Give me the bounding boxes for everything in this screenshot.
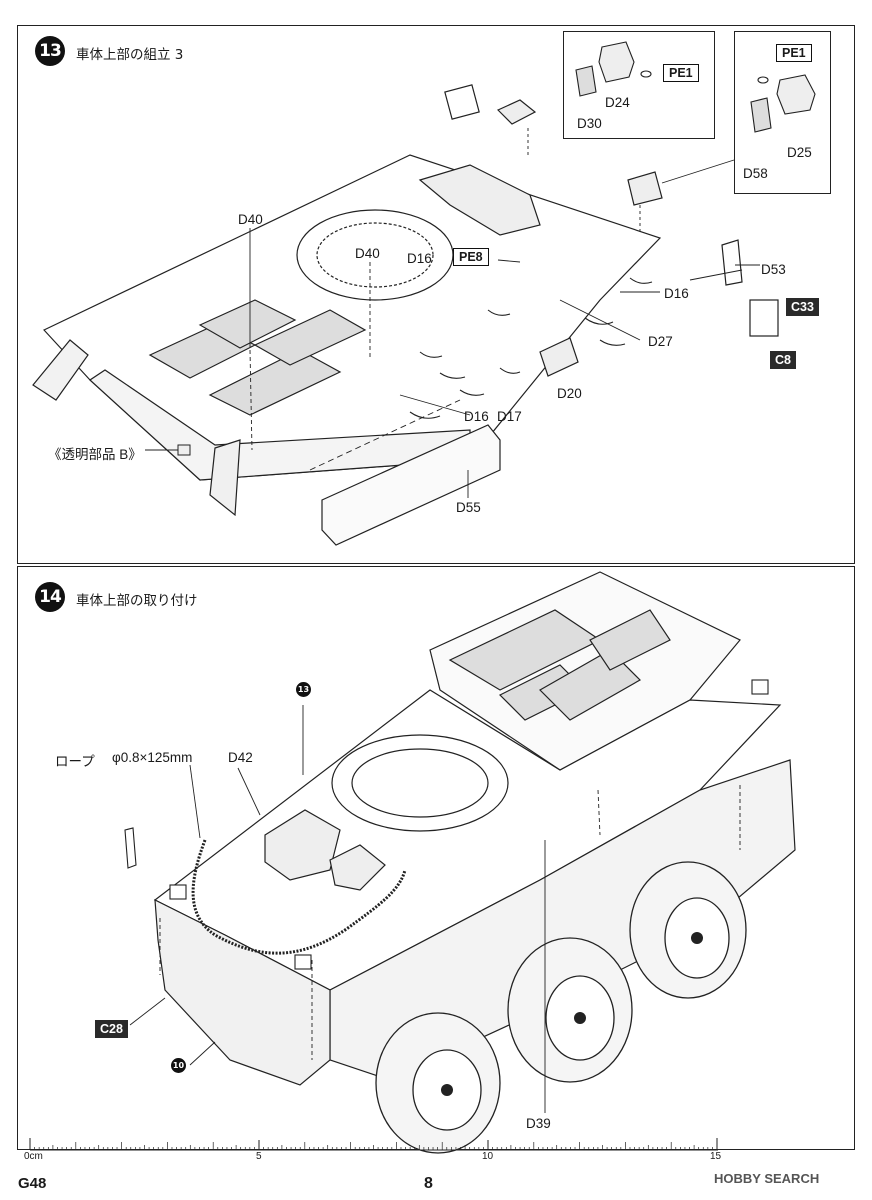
ref-step-13-badge: 13	[296, 682, 311, 697]
step-13-badge: 13	[35, 36, 65, 66]
part-c28-label: C28	[95, 1020, 128, 1038]
scale-ruler	[29, 1138, 718, 1151]
part-d16-label-b: D16	[664, 286, 689, 301]
part-d30-label: D30	[577, 116, 602, 131]
step-13-title: 車体上部の組立 3	[76, 47, 184, 63]
rope-label: ロープ	[55, 754, 95, 769]
part-d39-label: D39	[526, 1116, 551, 1131]
inset-d24-art	[575, 41, 652, 97]
ruler-label-5: 5	[256, 1151, 262, 1162]
step-13-panel	[17, 25, 855, 564]
part-d16-label-a: D16	[407, 251, 432, 266]
ruler-label-0: 0cm	[24, 1151, 43, 1162]
tow-rope	[191, 839, 407, 955]
ref-step-10-badge: 10	[171, 1058, 186, 1073]
part-d16-label-c: D16	[464, 409, 489, 424]
ruler-label-10: 10	[482, 1151, 494, 1162]
step-14-badge: 14	[35, 582, 65, 612]
inset-d25-art	[750, 74, 816, 133]
part-pe1-label-a: PE1	[663, 64, 699, 82]
rope-spec-label: φ0.8×125mm	[112, 750, 193, 765]
step-14-title: 車体上部の取り付け	[76, 593, 198, 609]
watermark-text: HOBBY SEARCH	[714, 1171, 820, 1186]
part-d24-label: D24	[605, 95, 630, 110]
part-c8-label: C8	[770, 351, 796, 369]
part-d42-label: D42	[228, 750, 253, 765]
part-pe1-label-b: PE1	[776, 44, 812, 62]
part-pe8-label: PE8	[453, 248, 489, 266]
part-d17-label: D17	[497, 409, 522, 424]
part-d40-label-a: D40	[238, 212, 263, 227]
part-d20-label: D20	[557, 386, 582, 401]
part-d53-label: D53	[761, 262, 786, 277]
part-d27-label: D27	[648, 334, 673, 349]
part-d55-label: D55	[456, 500, 481, 515]
part-c33-label: C33	[786, 298, 819, 316]
part-d40-label-b: D40	[355, 246, 380, 261]
page-number: 8	[424, 1175, 433, 1192]
kit-id: G48	[18, 1175, 47, 1192]
part-d58-label: D58	[743, 166, 768, 181]
inset-d24-assembly	[563, 31, 715, 139]
clear-parts-label: 《透明部品 B》	[48, 447, 142, 462]
part-d25-label: D25	[787, 145, 812, 160]
ruler-label-15: 15	[710, 1151, 722, 1162]
